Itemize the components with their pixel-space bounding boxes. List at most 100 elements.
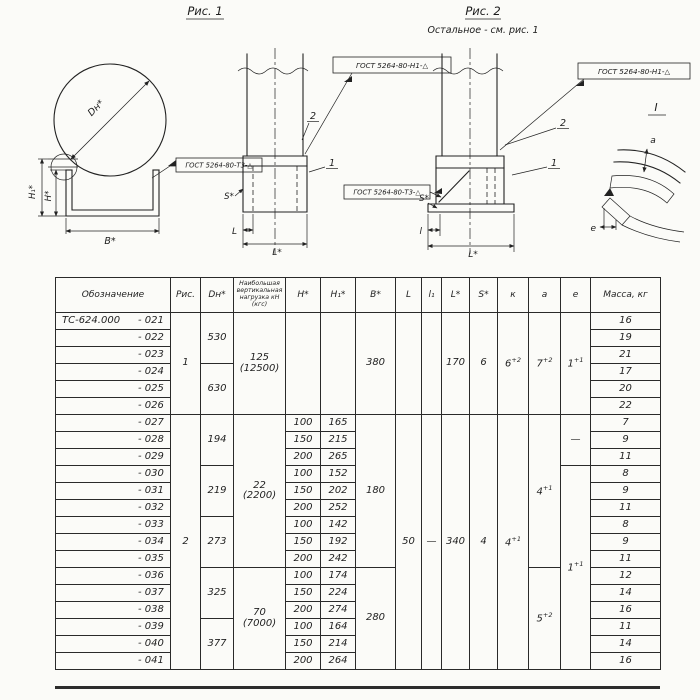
table-cell: 194 [200,414,234,466]
fig2-caption: Рис. 2 [465,4,500,18]
weld-flag-icon [168,160,176,166]
table-cell: 164 [320,618,356,636]
table-cell: 100 [285,414,321,432]
table-cell: 5+2 [528,567,561,670]
table-cell: - 036 [55,567,171,585]
table-cell: 8 [590,465,661,483]
table-cell: 200 [285,550,321,568]
strap-section [609,175,675,204]
table-cell: 280 [355,567,396,670]
table-cell: 2 [170,414,201,670]
table-cell: 214 [320,635,356,653]
column-header: H₁* [320,277,356,313]
gost-weld-callout-n1-fig2: ГОСТ 5264-80-Н1-△ [598,67,671,76]
table-cell: 180 [355,414,396,568]
table-cell: 9 [590,533,661,551]
column-header: Dн* [200,277,234,313]
weld-flag-icon [434,188,442,194]
table-cell: 16 [590,652,661,670]
column-header: Масса, кг [590,277,661,313]
table-cell: 50 [395,414,422,670]
table-cell: 8 [590,516,661,534]
table-cell: 100 [285,516,321,534]
lstar-dimension-label-fig2: L* [468,250,478,260]
table-cell: - 031 [55,482,171,500]
table-cell: 100 [285,618,321,636]
table-cell: 150 [285,431,321,449]
sheet-bottom-edge [55,686,660,689]
table-cell: - 040 [55,635,171,653]
a-dimension-label: a [650,136,656,146]
table-cell: - 032 [55,499,171,517]
table-cell: 380 [355,312,396,415]
table-cell: 215 [320,431,356,449]
column-header: H* [285,277,321,313]
pipe-wall-inner [613,161,681,184]
figure-1-side-view: 2 1 S* L L* ГОСТ 5264-80-Н1-△ [224,48,452,258]
table-cell: - 041 [55,652,171,670]
table-cell: - 039 [55,618,171,636]
table-cell: - 029 [55,448,171,466]
h1-dimension-label: H₁* [28,185,38,199]
table-cell: 4+1 [528,414,561,568]
table-cell: 125(12500) [233,312,286,415]
h-dimension-label: H* [44,191,54,202]
table-cell: 7+2 [528,312,561,415]
figure-2-view: 2 1 ГОСТ 5264-80-Н1-△ ГОСТ 5264-80-Т3-△ … [343,48,691,260]
table-cell: - 027 [55,414,171,432]
table-cell: - 022 [55,329,171,347]
column-header: Рис. [170,277,201,313]
table-cell: 11 [590,618,661,636]
table-cell: 9 [590,431,661,449]
b-dimension-label: B* [104,236,116,247]
position-marker-1: 1 [329,158,335,169]
table-cell: 192 [320,533,356,551]
table-cell: 150 [285,584,321,602]
table-cell: 200 [285,499,321,517]
table-cell: - 033 [55,516,171,534]
technical-drawings: Рис. 1 Рис. 2 Остальное - см. рис. 1 Dн* [28,4,691,260]
table-cell: 242 [320,550,356,568]
table-cell: - 024 [55,363,171,381]
table-cell [421,312,442,415]
table-cell: 100 [285,567,321,585]
table-cell: - 038 [55,601,171,619]
pipe-break-line [237,67,309,75]
table-cell: 17 [590,363,661,381]
table-cell: 340 [441,414,470,670]
weld-flag-icon [576,80,584,86]
table-cell: 9 [590,482,661,500]
table-cell: 1+1 [560,312,591,415]
gusset-line [438,170,470,203]
table-cell: 7 [590,414,661,432]
table-cell: 202 [320,482,356,500]
table-cell: 16 [590,312,661,330]
table-cell: 11 [590,448,661,466]
table-cell: 264 [320,652,356,670]
table-cell: 11 [590,499,661,517]
table-cell: — [421,414,442,670]
gost-weld-callout-t3-fig2: ГОСТ 5264-80-Т3-△ [353,189,421,197]
weld-fillet [604,188,614,196]
table-cell: 150 [285,482,321,500]
table-cell: 142 [320,516,356,534]
table-cell: - 025 [55,380,171,398]
table-cell: 22(2200) [233,414,286,568]
lstar-dimension-label-fig1: L* [272,248,282,258]
fig2-note: Остальное - см. рис. 1 [427,25,538,36]
detail-view-label: I [654,101,657,114]
table-cell: 6 [469,312,498,415]
column-header: к [497,277,529,313]
table-cell: 630 [200,363,234,415]
